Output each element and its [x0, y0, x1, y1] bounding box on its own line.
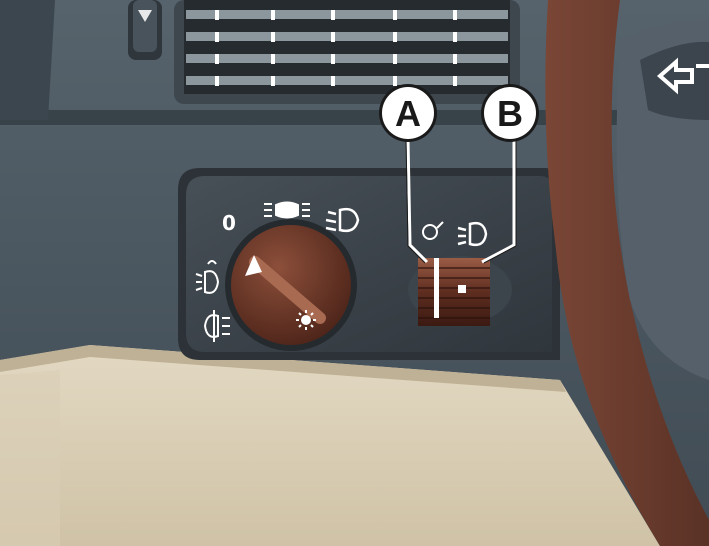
air-vent	[174, 0, 520, 104]
thumbwheel-dot	[458, 285, 466, 293]
callout-b-label: B	[497, 93, 523, 134]
dimmer-thumbwheel[interactable]	[418, 258, 490, 326]
instrument-light-icon	[422, 221, 444, 240]
parking-light-icon	[264, 201, 310, 219]
off-position-label: 0	[222, 211, 236, 235]
callout-a-label: A	[395, 93, 421, 134]
callout-leaders-outline	[405, 139, 517, 264]
fog-light-icon	[195, 260, 220, 294]
callout-a: A	[379, 84, 437, 142]
steering-wheel	[545, 0, 709, 546]
hazard-triangle-icon	[138, 10, 152, 22]
callout-leaders	[406, 139, 516, 264]
panel-illumination-icon	[296, 310, 316, 330]
rear-fog-light-icon	[203, 310, 230, 342]
callout-b: B	[481, 84, 539, 142]
glovebox-edge	[0, 345, 566, 392]
knob-pointer-icon	[245, 255, 262, 276]
lower-left-trim	[0, 370, 60, 546]
headlight-switch-knob[interactable]	[225, 219, 357, 351]
headlamp-range-icon	[457, 221, 488, 247]
low-beam-icon	[325, 207, 360, 233]
glovebox	[0, 345, 660, 546]
thumbwheel-marker	[434, 258, 439, 318]
a-pillar	[0, 0, 55, 120]
turn-signal-arrow-icon	[656, 57, 709, 95]
hazard-button[interactable]	[128, 0, 162, 60]
